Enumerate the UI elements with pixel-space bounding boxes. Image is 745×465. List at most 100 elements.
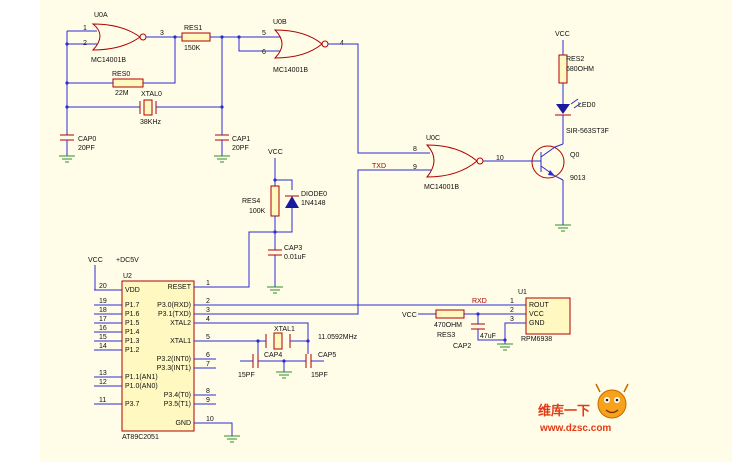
u2-pin-number: 18 xyxy=(99,307,107,314)
gate-u0b: U0B MC14001B 5 6 4 xyxy=(262,19,344,74)
u2-pin-label: P1.5 xyxy=(125,320,140,327)
cap2-ref: CAP2 xyxy=(453,343,471,350)
ground-symbol xyxy=(555,224,571,232)
u2-left-pins: 20VDD19P1.718P1.617P1.516P1.415P1.314P1.… xyxy=(94,283,158,408)
u2-pin-label: P1.6 xyxy=(125,311,140,318)
u1-pin-label: VCC xyxy=(529,311,544,318)
vcc-label: VCC xyxy=(268,149,283,156)
res3-value: 470OHM xyxy=(434,322,462,329)
u2-pin-label: P3.0(RXD) xyxy=(157,302,191,309)
u2-pin-number: 16 xyxy=(99,325,107,332)
u2-pin-label: RESET xyxy=(168,284,192,291)
cap1-value: 20PF xyxy=(232,145,249,152)
ground-symbol xyxy=(224,435,240,443)
watermark-url: www.dzsc.com xyxy=(539,423,611,434)
u0b-ref: U0B xyxy=(273,19,287,26)
vcc-label: VCC xyxy=(88,257,103,264)
u2-pin-label: P3.5(T1) xyxy=(164,401,191,408)
u2-pin-number: 15 xyxy=(99,334,107,341)
u2-pin-number: 1 xyxy=(206,280,210,287)
vcc-label: VCC xyxy=(555,31,570,38)
u2-pin-label: P1.7 xyxy=(125,302,140,309)
res1-value: 150K xyxy=(184,45,201,52)
cap0-value: 20PF xyxy=(78,145,95,152)
u2-pin-number: 11 xyxy=(99,397,106,404)
u1-pin-number: 1 xyxy=(510,298,514,305)
led0-ref: LED0 xyxy=(578,102,596,109)
res2: RES2 680OHM xyxy=(558,54,594,84)
u2-pin-label: P3.2(INT0) xyxy=(157,356,191,363)
xtal1: XTAL1 11.0592MHz xyxy=(265,326,358,350)
xtal0: XTAL0 38KHz xyxy=(139,91,162,126)
diode0-part: 1N4148 xyxy=(301,200,326,207)
u2-pin-number: 2 xyxy=(206,298,210,305)
cap3-value: 0.01uF xyxy=(284,254,306,261)
u2-pin-number: 9 xyxy=(206,397,210,404)
u2-ref: U2 xyxy=(123,273,132,280)
u2-pin-label: P1.3 xyxy=(125,338,140,345)
cap2-value: 47uF xyxy=(480,333,496,340)
u0a-pin1: 1 xyxy=(83,25,87,32)
res4-ref: RES4 xyxy=(242,198,260,205)
u0a-ref: U0A xyxy=(94,12,108,19)
cap1: CAP1 20PF xyxy=(215,134,250,152)
u0c-ref: U0C xyxy=(426,135,440,142)
u2-pin-number: 17 xyxy=(99,316,107,323)
net-label-txd: TXD xyxy=(372,163,386,170)
xtal0-value: 38KHz xyxy=(140,119,162,126)
u1-pin-label: ROUT xyxy=(529,302,550,309)
u2-pin-label: VDD xyxy=(125,287,140,294)
u2-pin-number: 19 xyxy=(99,298,107,305)
res0-ref: RES0 xyxy=(112,71,130,78)
u2-pin-label: P1.1(AN1) xyxy=(125,374,158,381)
u1-pin-number: 2 xyxy=(510,307,514,314)
u0c-pin9: 9 xyxy=(413,164,417,171)
watermark-logo xyxy=(595,383,629,419)
u2-pin-label: P3.4(T0) xyxy=(164,392,191,399)
cap5-ref: CAP5 xyxy=(318,352,336,359)
ground-symbol xyxy=(267,286,283,294)
cap4-ref: CAP4 xyxy=(264,352,282,359)
res4-value: 100K xyxy=(249,208,266,215)
cap1-ref: CAP1 xyxy=(232,136,250,143)
u0c-part: MC14001B xyxy=(424,184,459,191)
net-label-rxd: RXD xyxy=(472,298,487,305)
res2-ref: RES2 xyxy=(566,56,584,63)
diode0: DIODE0 1N4148 xyxy=(285,191,327,208)
q0-ref: Q0 xyxy=(570,152,579,159)
q0-part: 9013 xyxy=(570,175,586,182)
cap3-ref: CAP3 xyxy=(284,245,302,252)
ground-symbol xyxy=(497,343,513,351)
u2-pin-label: XTAL2 xyxy=(170,320,191,327)
u2-pin-number: 6 xyxy=(206,352,210,359)
u2-pin-label: XTAL1 xyxy=(170,338,191,345)
u2-part: AT89C2051 xyxy=(122,434,159,441)
u2-pin-label: P3.1(TXD) xyxy=(158,311,191,318)
res1-ref: RES1 xyxy=(184,25,202,32)
gate-u0a: U0A MC14001B 1 2 3 xyxy=(83,12,164,64)
res0-value: 22M xyxy=(115,90,129,97)
u1-pin-number: 3 xyxy=(510,316,514,323)
u2-pin-label: GND xyxy=(175,420,191,427)
res2-value: 680OHM xyxy=(566,66,594,73)
u0b-part: MC14001B xyxy=(273,67,308,74)
xtal0-ref: XTAL0 xyxy=(141,91,162,98)
u2-pin-number: 10 xyxy=(206,416,214,423)
cap5-value: 15PF xyxy=(311,372,328,379)
u0b-pin5: 5 xyxy=(262,30,266,37)
u0c-pin10: 10 xyxy=(496,155,504,162)
u2-pin-label: P1.2 xyxy=(125,347,140,354)
u2-body xyxy=(121,280,195,432)
res0: RES0 22M xyxy=(112,71,144,97)
u2-pin-number: 12 xyxy=(99,379,107,386)
u0a-pin3: 3 xyxy=(160,30,164,37)
ground-symbol xyxy=(276,371,292,379)
u2-pin-label: P1.4 xyxy=(125,329,140,336)
vcc-label: VCC xyxy=(402,312,417,319)
res3: 470OHM RES3 xyxy=(434,309,465,339)
cap4-value: 15PF xyxy=(238,372,255,379)
cap0: CAP0 20PF xyxy=(60,134,96,152)
ground-symbol xyxy=(214,155,230,163)
